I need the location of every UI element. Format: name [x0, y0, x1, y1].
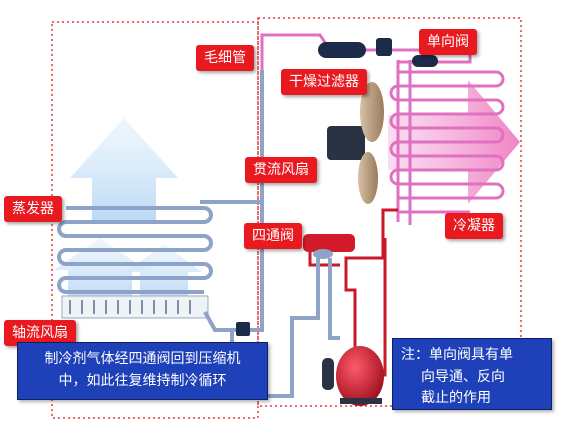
- check-valve-label: 单向阀: [419, 29, 477, 55]
- valve-note-line1: 注：单向阀具有单: [401, 347, 513, 363]
- capillary-junction-icon: [376, 38, 392, 56]
- outdoor-unit-frame: [257, 17, 522, 407]
- cycle-note-line2: 中，如此往复维持制冷循环: [58, 372, 227, 389]
- condenser-label: 冷凝器: [445, 213, 503, 239]
- fan-blade-bottom: [358, 152, 378, 204]
- axial-fan-grille: [69, 300, 191, 314]
- fan-blade-top: [360, 82, 384, 142]
- hot-gas-pipe: [344, 208, 398, 375]
- four-way-valve-label: 四通阀: [244, 223, 302, 249]
- four-way-valve-cap: [313, 249, 333, 259]
- four-way-valve-icon: [303, 234, 355, 252]
- valve-note-line2: 向导通、反向: [421, 368, 505, 385]
- axial-fan-label: 轴流风扇: [4, 320, 76, 346]
- condenser-coil: [396, 60, 496, 225]
- indoor-pipe-to-fitting: [203, 311, 236, 332]
- cross-flow-fan-label: 贯流风扇: [245, 157, 317, 183]
- dryer-filter-icon: [318, 42, 366, 58]
- evaporator-coil-bends: [57, 206, 213, 294]
- capillary-pipe-down: [248, 70, 264, 332]
- capillary-label: 毛细管: [196, 45, 254, 71]
- axial-fan-body: [61, 295, 209, 319]
- fan-motor-icon: [327, 126, 365, 160]
- cycle-note: 制冷剂气体经四通阀回到压缩机 中，如此往复维持制冷循环: [17, 342, 268, 400]
- evaporator-coil: [66, 206, 204, 294]
- check-valve-note: 注：单向阀具有单 向导通、反向 截止的作用: [392, 338, 552, 410]
- evaporator-airflow-arrow: [70, 118, 178, 220]
- dryer-filter-label: 干燥过滤器: [281, 69, 367, 95]
- evaporator-airflow-right: [126, 244, 202, 300]
- check-valve-icon: [412, 55, 438, 67]
- condenser-coil-bends: [389, 70, 505, 200]
- indoor-pipe-fitting: [236, 322, 250, 336]
- compressor-accumulator: [322, 358, 334, 390]
- valve-note-line3: 截止的作用: [421, 390, 491, 407]
- suction-pipe-2: [328, 258, 340, 340]
- cycle-note-line1: 制冷剂气体经四通阀回到压缩机: [44, 351, 241, 367]
- compressor-base: [340, 398, 382, 404]
- evaporator-label: 蒸发器: [4, 196, 62, 222]
- evaporator-airflow-left: [54, 238, 146, 300]
- compressor-icon: [336, 346, 384, 406]
